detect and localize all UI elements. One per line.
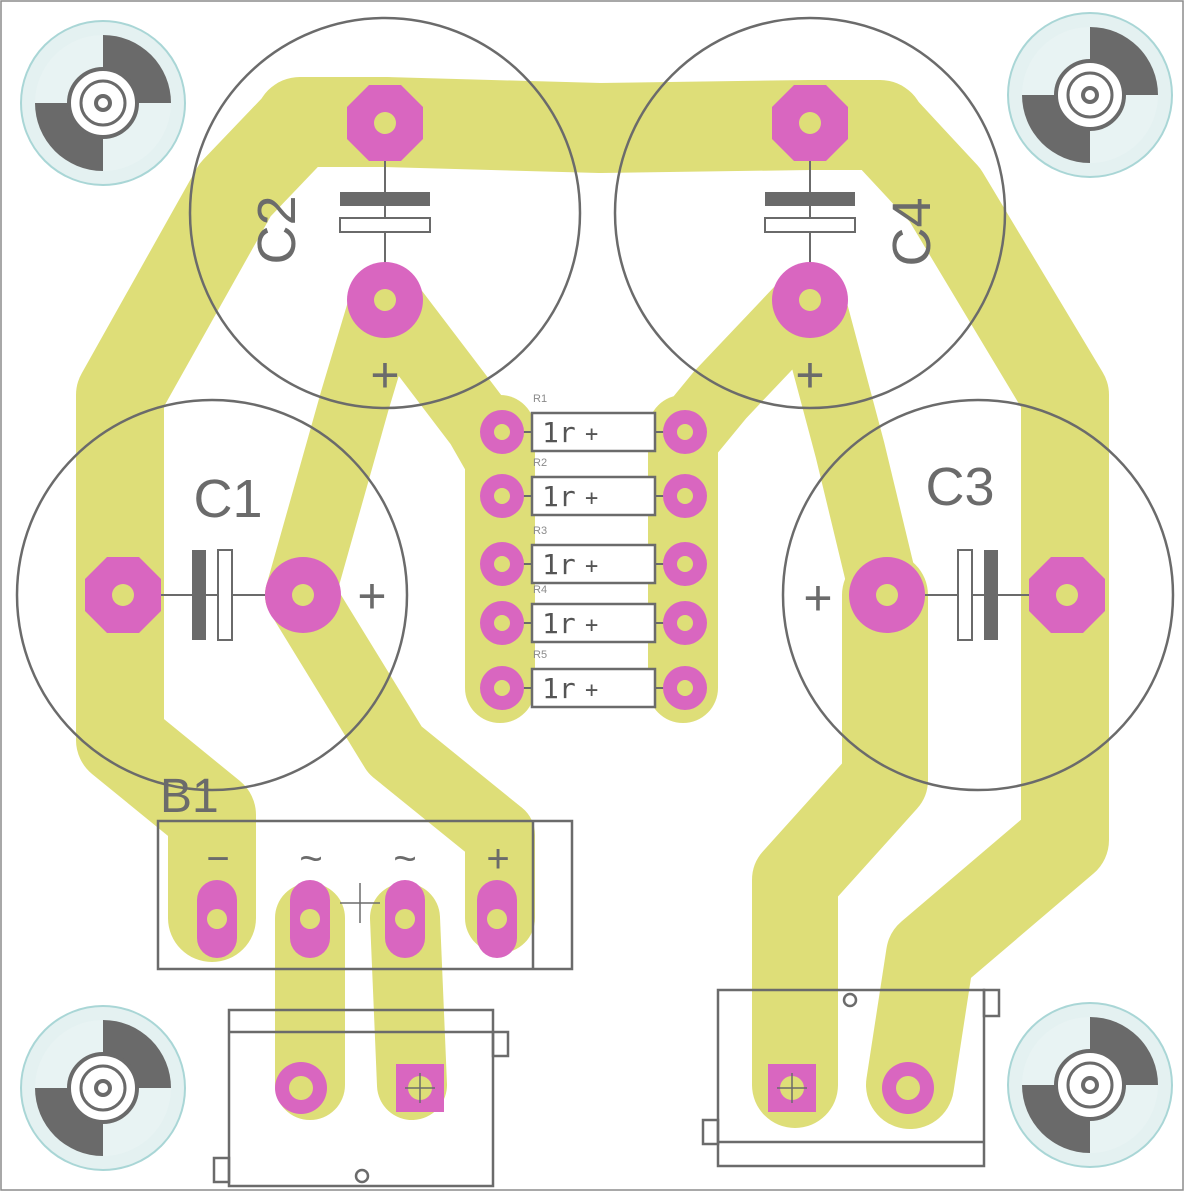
r2-body <box>530 475 657 517</box>
mounting-hole-tr <box>1007 12 1173 178</box>
b1-pin-minus: − <box>206 837 229 881</box>
connector-pin1-marks <box>405 1073 807 1103</box>
c3-label: C3 <box>925 457 994 517</box>
r2-ref: R2 <box>533 457 547 469</box>
drills <box>112 112 1078 1100</box>
mounting-hole-bl <box>20 1005 186 1171</box>
c1-polarity: + <box>357 568 386 624</box>
b1-pin-plus: + <box>486 837 509 881</box>
r3-value: 1r <box>542 548 576 581</box>
r4-body <box>530 602 657 644</box>
c2-outline <box>188 16 582 410</box>
r3-ref: R3 <box>533 525 547 537</box>
r1-ref: R1 <box>533 393 547 405</box>
r1-body <box>530 411 657 453</box>
r5-body <box>530 667 657 709</box>
r1-plus: + <box>585 422 598 447</box>
capacitor-symbols <box>160 160 1030 641</box>
c4-outline <box>613 16 1007 410</box>
c1-label: C1 <box>193 469 262 529</box>
r1-value: 1r <box>542 416 576 449</box>
c3-symbol <box>925 549 1030 641</box>
b1-pin-ac1: ~ <box>299 837 322 881</box>
bridge-rectifier-outline <box>156 819 574 971</box>
r2-plus: + <box>585 486 598 511</box>
r4-value: 1r <box>542 607 576 640</box>
c2-symbol <box>339 160 431 265</box>
c1-symbol <box>160 549 265 641</box>
b1-label: B1 <box>160 770 219 823</box>
r5-ref: R5 <box>533 649 547 661</box>
c2-label: C2 <box>247 195 307 264</box>
c1-outline <box>15 398 409 792</box>
r4-ref: R4 <box>533 584 547 596</box>
c3-outline <box>781 398 1175 792</box>
r2-value: 1r <box>542 480 576 513</box>
r4-plus: + <box>585 613 598 638</box>
trace-c4-c3 <box>775 265 920 630</box>
c4-symbol <box>764 160 856 265</box>
input-connector <box>212 1008 510 1188</box>
c4-label: C4 <box>882 197 942 266</box>
c4-polarity: + <box>795 347 824 403</box>
r5-plus: + <box>585 678 598 703</box>
b1-pin-ac2: ~ <box>393 837 416 881</box>
capacitor-outlines <box>15 16 1175 792</box>
trace-c1-b1plus <box>265 560 535 953</box>
r5-value: 1r <box>542 672 576 705</box>
c2-polarity: + <box>370 347 399 403</box>
trace-c3-out <box>752 552 928 1128</box>
c3-polarity: + <box>803 570 832 626</box>
mounting-hole-tl <box>20 20 186 186</box>
pads <box>85 85 1105 1114</box>
r3-body <box>530 543 657 585</box>
mounting-holes <box>20 12 1173 1171</box>
r3-plus: + <box>585 554 598 579</box>
resistor-bodies <box>520 411 665 709</box>
output-connector <box>701 988 1001 1168</box>
mounting-hole-br <box>1007 1002 1173 1168</box>
